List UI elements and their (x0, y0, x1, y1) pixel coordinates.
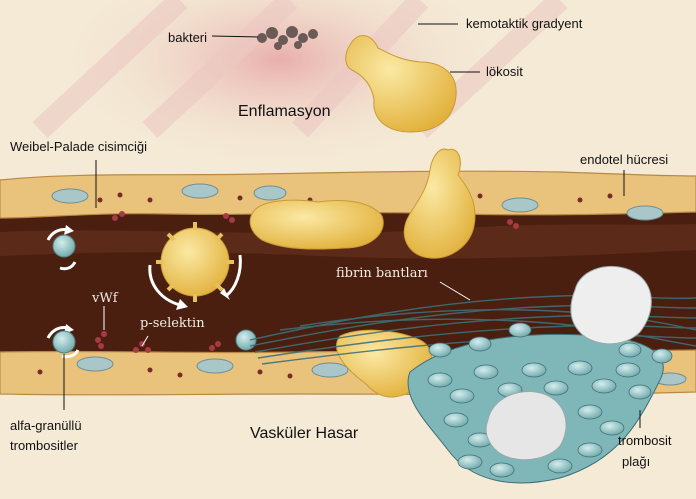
label-alfa-granullu: alfa-granüllü (10, 418, 82, 433)
platelet-free-2 (53, 331, 75, 353)
label-bakteri: bakteri (168, 30, 207, 45)
label-endotel-hucresi: endotel hücresi (580, 152, 668, 167)
label-vaskuler-hasar: Vasküler Hasar (250, 425, 358, 443)
platelet-free-1 (53, 235, 75, 257)
label-vwf: vWf (92, 291, 118, 306)
label-plagi: plağı (622, 454, 650, 469)
label-trombositler: trombositler (10, 438, 78, 453)
label-fibrin-bantlari: fibrin bantları (336, 266, 428, 281)
label-lokosit: lökosit (486, 64, 523, 79)
label-trombosit: trombosit (618, 433, 671, 448)
leukocyte-rolling-upper (250, 200, 383, 249)
aggregate-upper (571, 266, 651, 343)
label-p-selektin: p-selektin (140, 316, 205, 331)
label-weibel-palade: Weibel-Palade cisimciği (10, 139, 147, 154)
label-enflamasyon: Enflamasyon (238, 103, 331, 121)
aggregate-lower (486, 392, 566, 460)
label-kemotaktik-gradyent: kemotaktik gradyent (466, 16, 582, 31)
